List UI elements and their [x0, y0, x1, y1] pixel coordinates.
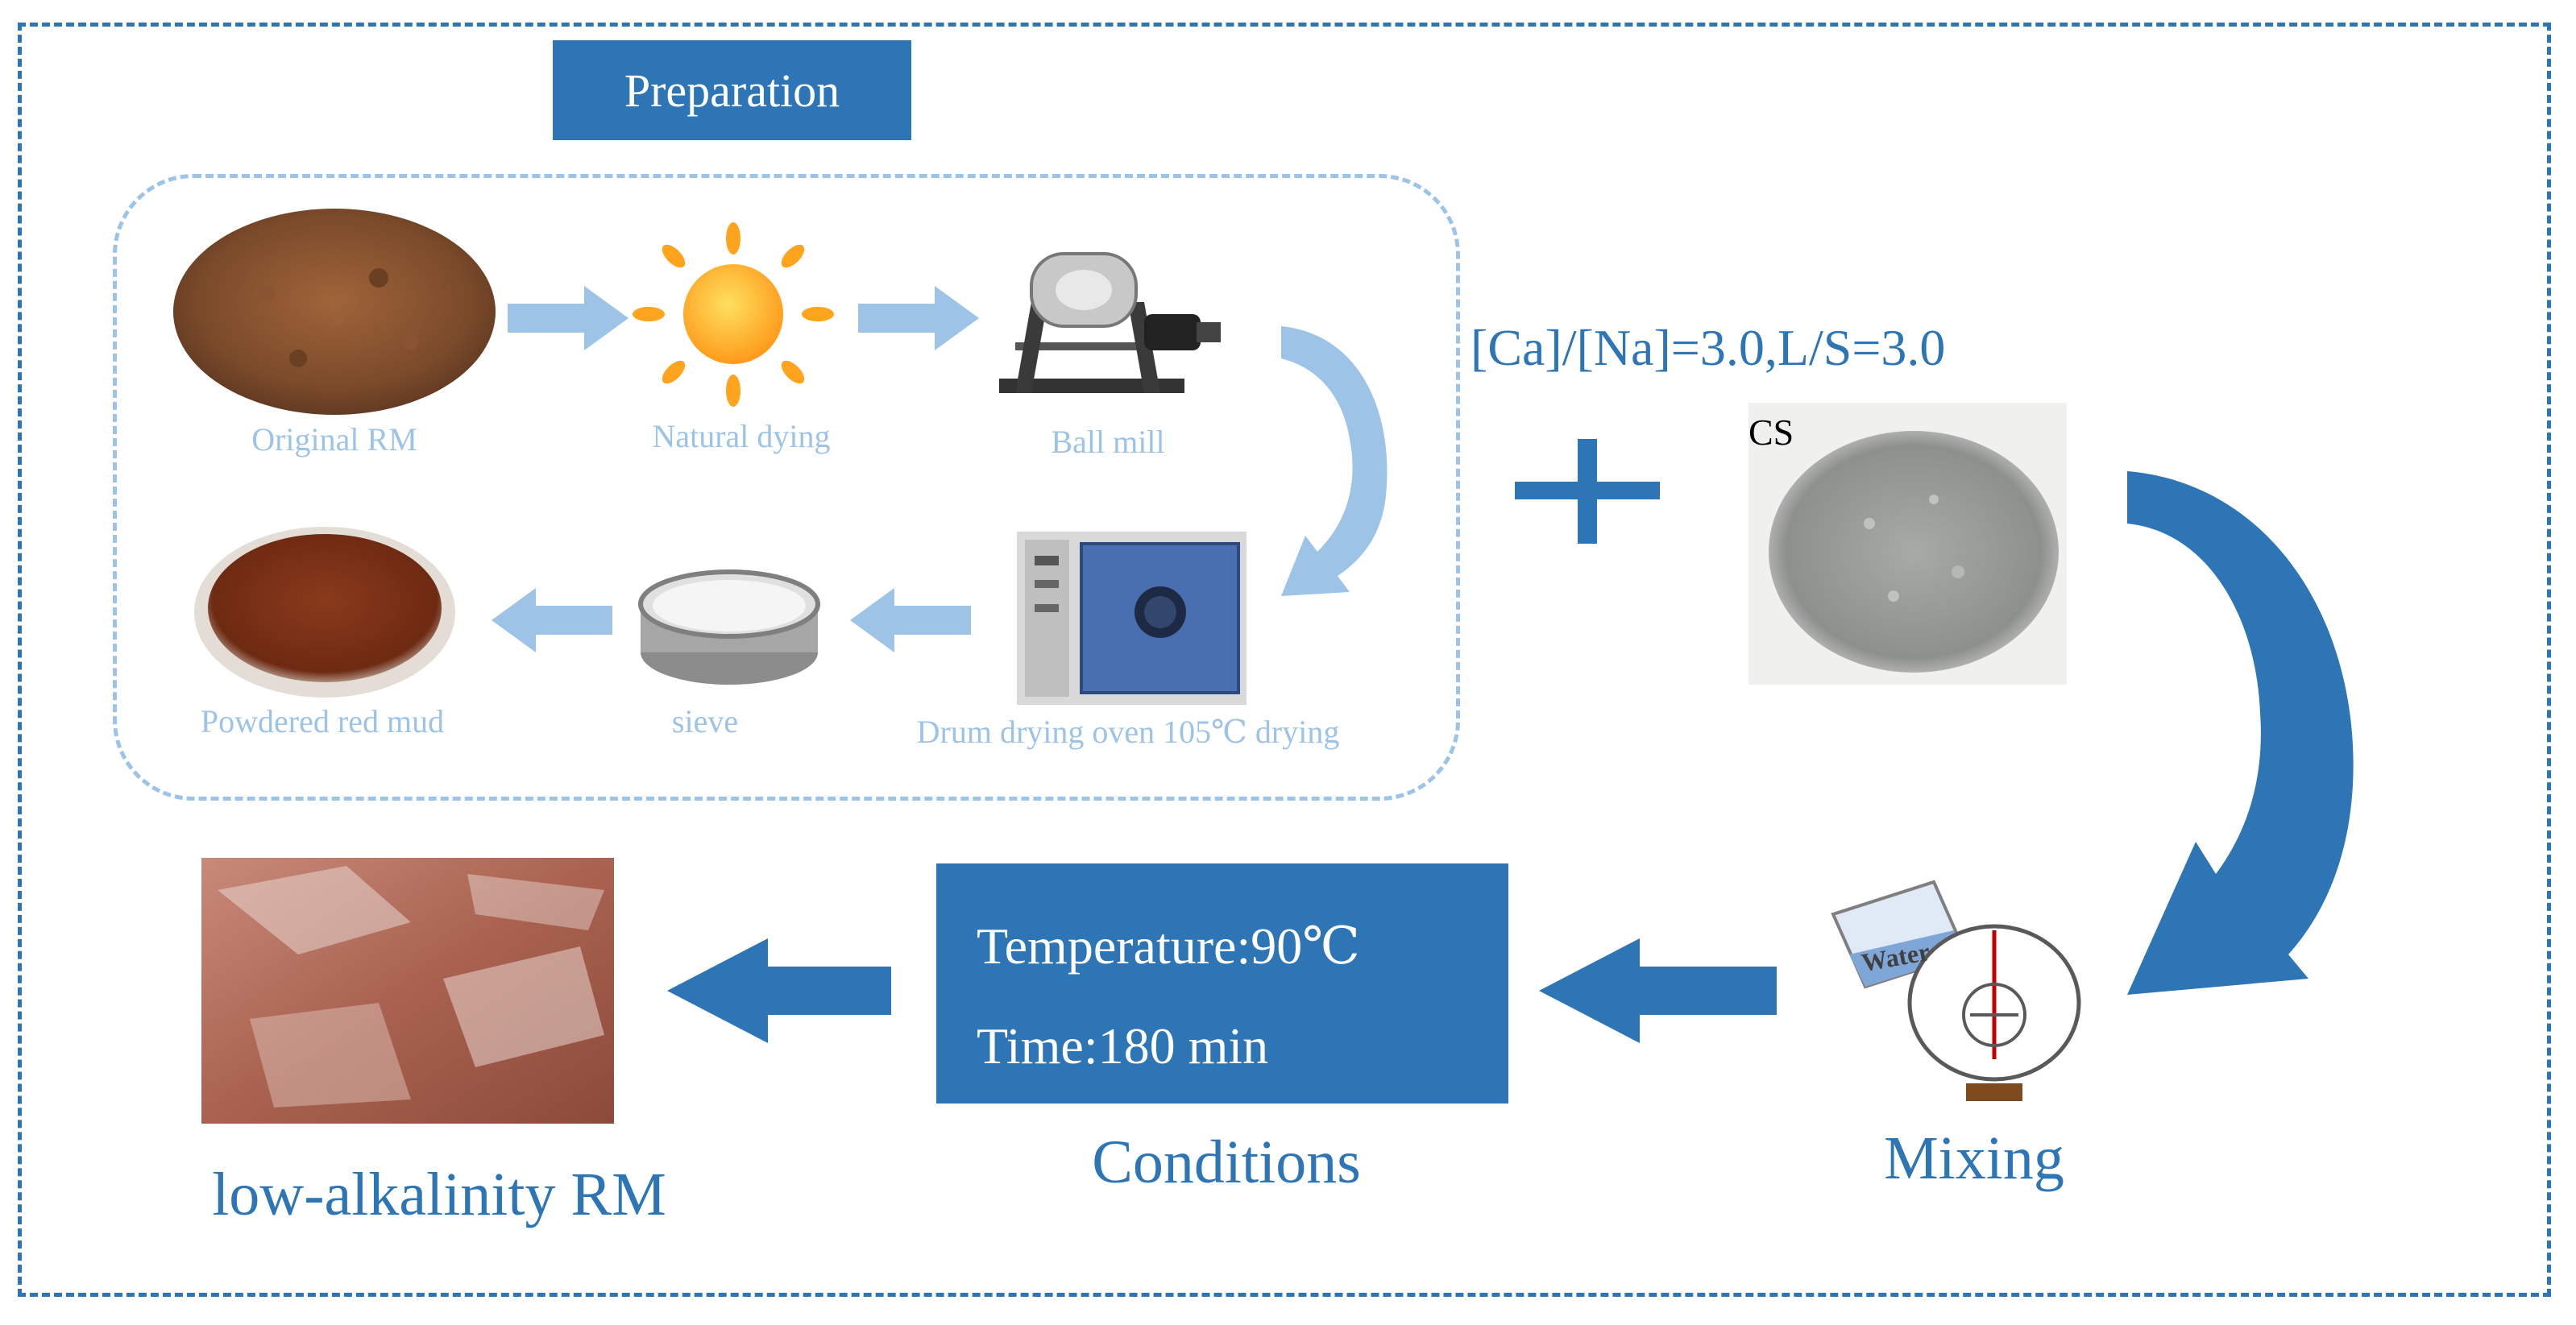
- flow-arrow-mixing-to-conditions: [1539, 938, 1777, 1043]
- natural-dying-label: Natural dying: [652, 418, 831, 454]
- curved-arrow-prep: [1281, 326, 1388, 596]
- mixing-label: Mixing: [1884, 1124, 2064, 1192]
- low-alkalinity-rm-photo: [201, 858, 614, 1124]
- conditions-box: Temperature:90℃ Time:180 min: [936, 863, 1508, 1103]
- preparation-title: Preparation: [553, 40, 911, 140]
- flow-arrow-4: [492, 588, 612, 652]
- plus-icon: [1515, 439, 1660, 544]
- conditions-label: Conditions: [1092, 1128, 1361, 1196]
- sieve-image: [638, 569, 820, 685]
- sun-icon: [633, 222, 834, 407]
- ratio-formula: [Ca]/[Na]=3.0,L/S=3.0: [1471, 319, 1946, 376]
- ball-mill-label: Ball mill: [1051, 424, 1165, 460]
- drying-oven-label: Drum drying oven 105℃ drying: [916, 714, 1340, 750]
- preparation-panel: [113, 174, 1460, 801]
- outer-frame: [18, 23, 2551, 1297]
- sieve-label: sieve: [671, 703, 739, 739]
- drying-oven-image: [1017, 532, 1247, 705]
- powdered-red-mud-label: Powdered red mud: [200, 703, 445, 739]
- ball-mill-image: [999, 252, 1221, 393]
- powdered-red-mud-photo: [194, 527, 455, 698]
- flow-arrow-1: [508, 286, 628, 350]
- flow-arrow-conditions-to-result: [667, 938, 891, 1043]
- original-rm-photo: [173, 209, 496, 415]
- flow-arrow-3: [850, 588, 971, 652]
- curved-arrow-to-mixing: [2127, 471, 2354, 995]
- cs-powder-photo: [1748, 403, 2067, 685]
- time-value: Time:180 min: [977, 1017, 1269, 1074]
- original-rm-label: Original RM: [251, 421, 417, 458]
- mixing-illustration: [1831, 880, 2081, 1101]
- flow-arrow-2: [858, 286, 979, 350]
- cs-label: CS: [1748, 412, 1794, 453]
- temperature-value: Temperature:90℃: [977, 917, 1360, 975]
- low-alkalinity-rm-label: low-alkalinity RM: [212, 1161, 666, 1228]
